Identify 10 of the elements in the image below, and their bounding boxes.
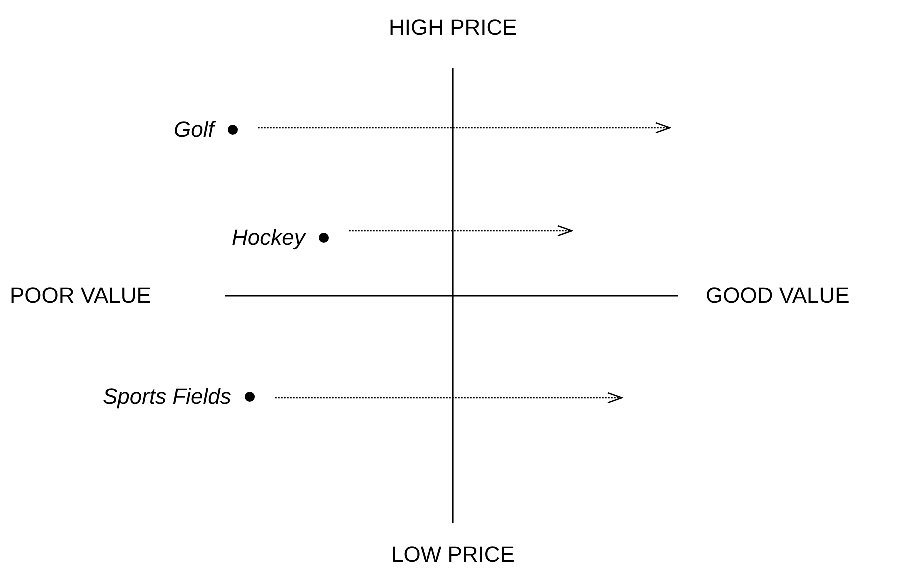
- arrow: [258, 122, 671, 134]
- axis-label: GOOD VALUE: [706, 282, 850, 310]
- item-label: Sports Fields: [103, 383, 232, 411]
- item-label: Golf: [174, 116, 214, 144]
- axis-label: HIGH PRICE: [389, 14, 518, 42]
- axis-label: LOW PRICE: [392, 541, 515, 569]
- item-label: Hockey: [232, 224, 306, 252]
- axis-label: POOR VALUE: [10, 282, 152, 310]
- arrow: [275, 392, 623, 404]
- arrow: [349, 225, 573, 237]
